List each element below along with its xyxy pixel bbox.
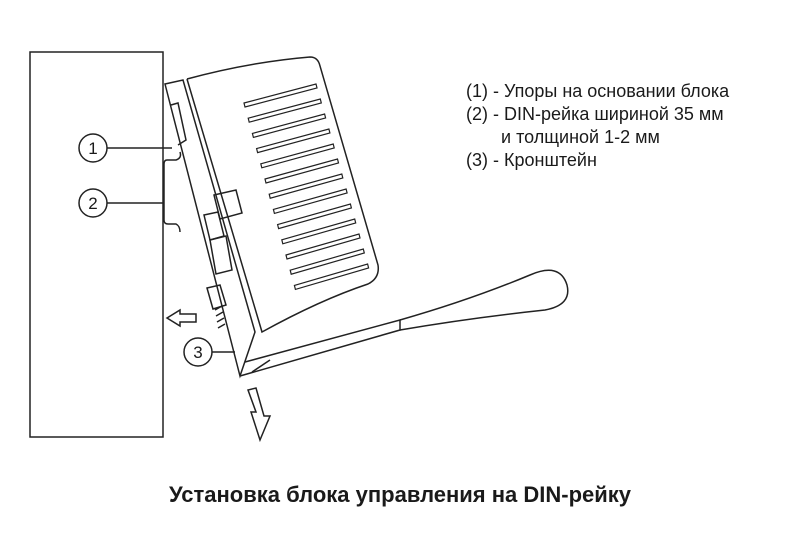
cooling-fin — [251, 113, 327, 139]
cooling-fin — [276, 203, 353, 230]
diagram-title: Установка блока управления на DIN-рейку — [168, 482, 632, 507]
cooling-fin — [247, 98, 323, 123]
legend-item-3: (3) - Кронштейн — [466, 150, 597, 170]
callout-2: 2 — [78, 188, 164, 218]
legend-item-2-cont: и толщиной 1-2 мм — [466, 127, 660, 147]
din-rail — [163, 151, 182, 233]
device-base-plate — [164, 79, 256, 379]
device-body — [186, 56, 380, 334]
callout-3: 3 — [183, 337, 235, 367]
cooling-fin — [243, 83, 318, 108]
cooling-fins — [243, 83, 370, 291]
callout-1: 1 — [78, 133, 172, 163]
svg-text:2: 2 — [88, 194, 97, 213]
cooling-fin — [264, 158, 340, 184]
wall-panel — [29, 51, 164, 438]
svg-text:1: 1 — [88, 139, 97, 158]
legend-item-2: (2) - DIN-рейка шириной 35 мм — [466, 104, 724, 124]
cooling-fin — [268, 173, 344, 199]
arrow-down-icon — [247, 387, 272, 443]
cooling-fin — [285, 233, 361, 260]
cooling-fin — [293, 263, 370, 291]
mounting-lever — [239, 269, 569, 377]
legend-item-1: (1) - Упоры на основании блока — [466, 81, 730, 101]
arrow-left-icon — [165, 308, 197, 328]
legend: (1) - Упоры на основании блока (2) - DIN… — [466, 80, 729, 172]
cooling-fin — [255, 128, 331, 154]
cooling-fin — [272, 188, 348, 215]
cooling-fin — [289, 248, 366, 275]
svg-text:3: 3 — [193, 343, 202, 362]
cooling-fin — [281, 218, 357, 245]
cooling-fin — [260, 143, 335, 169]
